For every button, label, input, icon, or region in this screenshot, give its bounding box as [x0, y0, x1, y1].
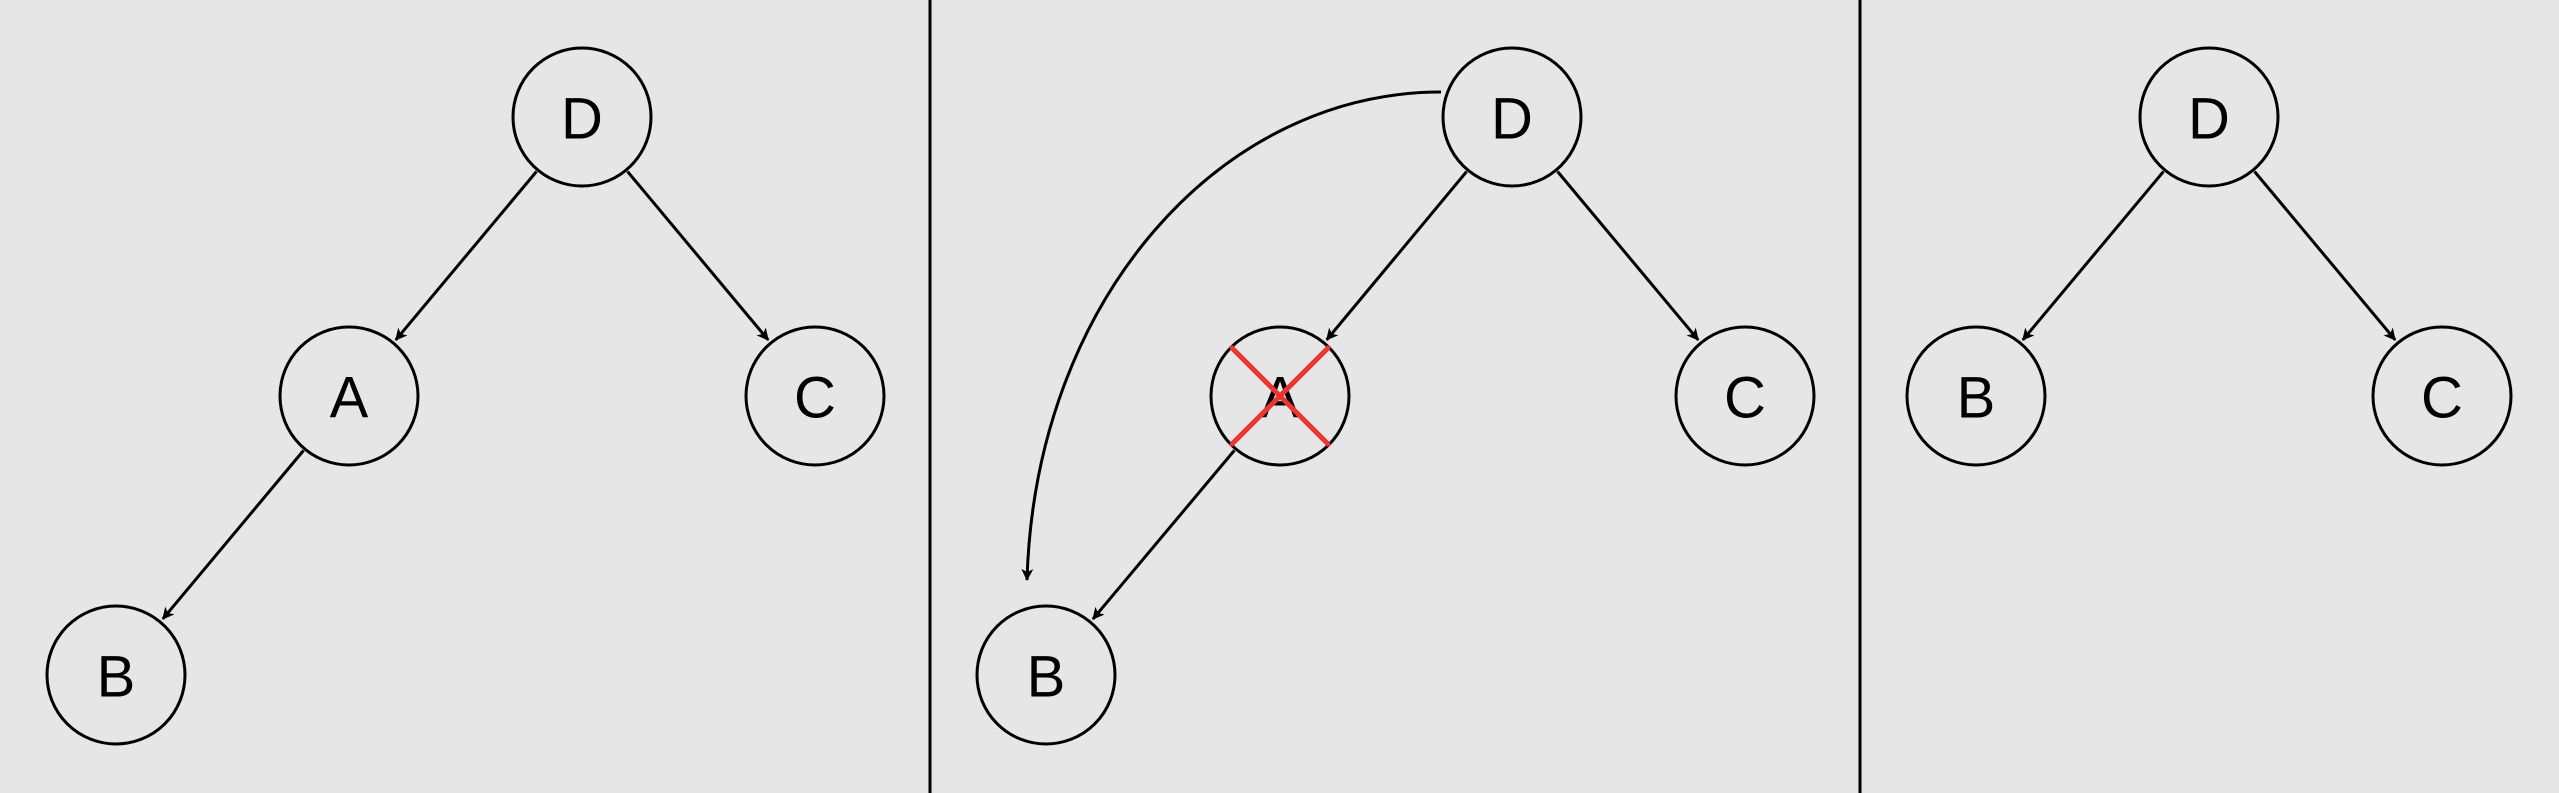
edge-before-d-to-c [626, 170, 770, 341]
node-label: D [1491, 87, 1533, 152]
node-label: C [1724, 366, 1766, 431]
node-during-c: C [1674, 325, 1816, 467]
edges-layer [161, 90, 2397, 621]
node-circle [278, 325, 420, 467]
edge-before-d-to-a [394, 170, 538, 341]
node-circle [1441, 46, 1583, 188]
node-during-d: D [1441, 46, 1583, 188]
edge-during-d-to-c [1556, 170, 1700, 341]
edge-during-d-to-b [1021, 90, 1442, 581]
node-label: D [561, 87, 603, 152]
node-label: A [330, 366, 369, 431]
node-after-d: D [2138, 46, 2280, 188]
node-label: B [1957, 366, 1996, 431]
node-circle [975, 604, 1117, 746]
node-after-b: B [1905, 325, 2047, 467]
nodes-layer: D A C B D A C B D B C [45, 46, 2513, 746]
edge-after-d-to-c [2253, 170, 2397, 341]
node-during-b: B [975, 604, 1117, 746]
edge-before-a-to-b [161, 449, 305, 620]
node-label: C [2421, 366, 2463, 431]
node-label: B [1027, 645, 1066, 710]
edge-during-d-to-a [1325, 170, 1468, 341]
node-label: C [794, 366, 836, 431]
node-after-c: C [2371, 325, 2513, 467]
node-before-c: C [744, 325, 886, 467]
edge-during-a-to-b [1091, 449, 1236, 621]
node-during-a: A [1209, 325, 1351, 467]
node-circle [744, 325, 886, 467]
node-before-d: D [511, 46, 653, 188]
node-circle [1674, 325, 1816, 467]
delete-cross-icon [1229, 345, 1331, 447]
node-circle [2138, 46, 2280, 188]
node-circle [2371, 325, 2513, 467]
node-circle [511, 46, 653, 188]
node-circle [45, 604, 187, 746]
node-label: D [2188, 87, 2230, 152]
node-label: B [97, 645, 136, 710]
edge-after-d-to-b [2021, 170, 2165, 341]
node-before-b: B [45, 604, 187, 746]
node-before-a: A [278, 325, 420, 467]
node-circle [1905, 325, 2047, 467]
